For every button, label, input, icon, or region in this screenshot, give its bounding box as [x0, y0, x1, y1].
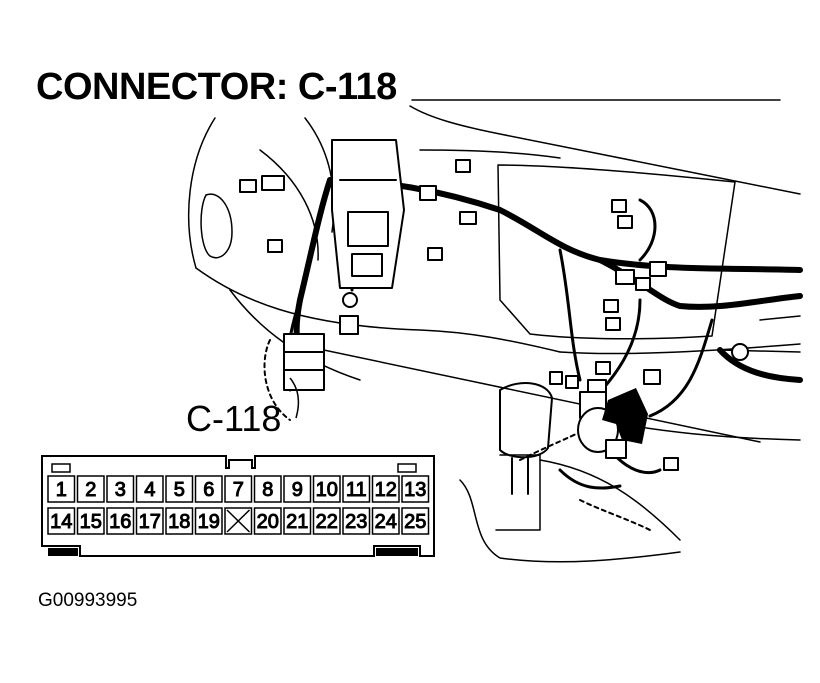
pin-number-12: 12 — [375, 479, 397, 501]
pin-number-25: 25 — [404, 511, 426, 533]
pin-cavity-25 — [401, 507, 430, 535]
pin-number-4: 4 — [144, 479, 155, 501]
pin-number-19: 19 — [198, 511, 220, 533]
right-latch — [397, 463, 417, 473]
empty-cavity-cross-icon — [226, 509, 251, 533]
pin-number-17: 17 — [139, 511, 161, 533]
pin-cavity-16 — [106, 507, 135, 535]
pin-number-24: 24 — [375, 511, 397, 533]
pin-cavity-5 — [165, 475, 194, 503]
lower-left-connector-cluster — [283, 292, 359, 391]
pin-number-16: 16 — [109, 511, 131, 533]
pin-cavity-11 — [342, 475, 371, 503]
pin-cavity-24 — [371, 507, 400, 535]
pin-number-18: 18 — [168, 511, 190, 533]
pin-number-11: 11 — [346, 479, 367, 501]
small-connectors — [239, 143, 749, 471]
connector-title: CONNECTOR: C-118 — [36, 66, 397, 108]
pin-number-8: 8 — [262, 479, 273, 501]
pin-number-7: 7 — [233, 479, 244, 501]
figure-id: G00993995 — [38, 590, 138, 611]
pin-cavity-14 — [47, 507, 76, 535]
pin-cavity-23 — [342, 507, 371, 535]
pin-number-6: 6 — [203, 479, 214, 501]
pin-cavity-10 — [312, 475, 341, 503]
junction-block — [331, 139, 405, 289]
connector-housing — [41, 455, 435, 557]
pin-number-1: 1 — [56, 479, 67, 501]
pin-cavity-20 — [253, 507, 282, 535]
pin-number-2: 2 — [85, 479, 96, 501]
pin-cavity-17 — [135, 507, 164, 535]
pin-cavity-8 — [253, 475, 282, 503]
pin-number-23: 23 — [345, 511, 367, 533]
pin-number-13: 13 — [404, 479, 426, 501]
pin-number-21: 21 — [286, 511, 308, 533]
pin-number-14: 14 — [50, 511, 72, 533]
arrow-head — [602, 388, 648, 444]
callout-leader — [289, 377, 300, 419]
pin-number-9: 9 — [292, 479, 303, 501]
pin-number-5: 5 — [174, 479, 185, 501]
pin-cavity-18 — [165, 507, 194, 535]
shift-lever — [499, 382, 553, 495]
left-latch — [51, 463, 71, 473]
pin-cavity-3 — [106, 475, 135, 503]
connector-callout-label: C-118 — [186, 398, 282, 439]
pin-cavity-1 — [47, 475, 76, 503]
location-arrow — [602, 388, 648, 444]
right-foot — [376, 548, 418, 556]
pin-cavity-19 — [194, 507, 223, 535]
pin-cavity-12 — [371, 475, 400, 503]
connector-pin-grid — [47, 475, 430, 535]
pin-number-3: 3 — [115, 479, 126, 501]
pin-cavity-21 — [283, 507, 312, 535]
pin-cavity-9 — [283, 475, 312, 503]
pin-cavity-7 — [224, 475, 253, 503]
pin-number-15: 15 — [80, 511, 102, 533]
pin-cavity-4 — [135, 475, 164, 503]
pin-cavity-2 — [76, 475, 105, 503]
pin-number-22: 22 — [316, 511, 338, 533]
pin-number-10: 10 — [316, 479, 338, 501]
pin-number-20: 20 — [257, 511, 279, 533]
left-foot — [48, 548, 78, 556]
pin-cavity-13 — [401, 475, 430, 503]
pin-cavity-15 — [76, 507, 105, 535]
pin-cavity-6 — [194, 475, 223, 503]
pin-cavity-22 — [312, 507, 341, 535]
